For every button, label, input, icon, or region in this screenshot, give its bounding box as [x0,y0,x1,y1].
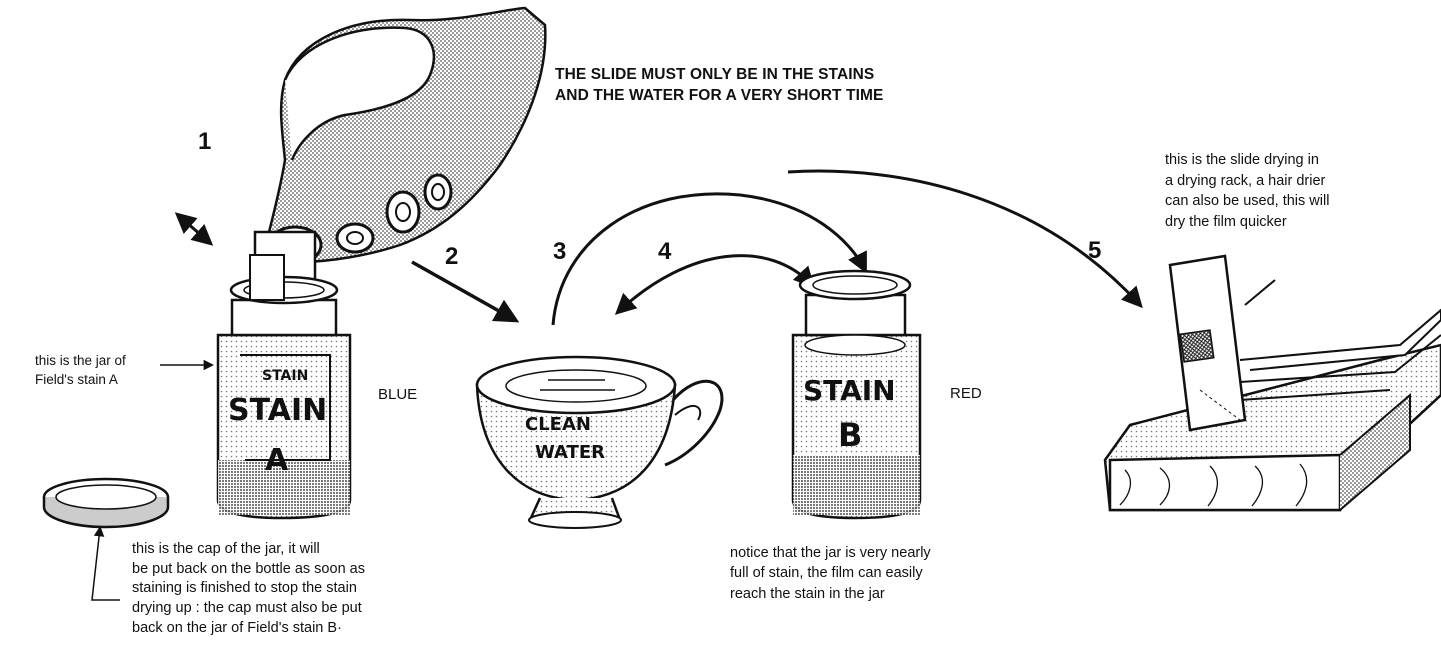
jar-b-note-line-1: notice that the jar is very nearly [730,543,931,563]
cap-note-line-5: back on the jar of Field's stain B· [132,619,365,639]
step-1-number: 1 [198,128,211,156]
arrow-step-2 [412,262,515,320]
jar-b-illustration: STAIN B [793,271,920,518]
jar-a-label-line2: A [265,443,289,478]
jar-b-label-line2: B [838,416,862,454]
jar-b-note: notice that the jar is very nearly full … [730,543,931,604]
arrow-step-4 [618,256,812,312]
warning-heading-line-2: AND THE WATER FOR A VERY SHORT TIME [555,86,883,107]
jar-a-illustration: STAIN STAIN A [218,255,350,518]
drying-rack-illustration [1105,256,1441,510]
cup-label-line1: CLEAN [525,414,591,435]
step-5-number: 5 [1088,237,1101,265]
rack-note-line-1: this is the slide drying in [1165,150,1329,171]
jar-a-callout-text: this is the jar of Field's stain A [35,352,126,389]
cup-illustration: CLEAN WATER [477,357,722,528]
rack-note: this is the slide drying in a drying rac… [1165,150,1329,232]
jar-a-callout-line-1: this is the jar of [35,352,126,371]
dip-motion-arrow [178,215,210,243]
cap-note-line-4: drying up : the cap must also be put [132,599,365,619]
rack-note-line-2: a drying rack, a hair drier [1165,171,1329,192]
jar-b-label-line1: STAIN [803,374,896,407]
step-2-number: 2 [445,243,458,271]
jar-a-color-word: BLUE [378,386,417,403]
jar-a-callout-line-2: Field's stain A [35,371,126,390]
jar-b-note-line-2: full of stain, the film can easily [730,563,931,583]
rack-note-line-4: dry the film quicker [1165,212,1329,233]
cup-label-line2: WATER [535,442,605,463]
warning-heading-line-1: THE SLIDE MUST ONLY BE IN THE STAINS [555,65,883,86]
step-3-number: 3 [553,238,566,266]
jar-a-lid-text: STAIN [262,368,308,384]
cap-note: this is the cap of the jar, it will be p… [132,540,365,639]
cap-callout-pointer [92,528,120,600]
jar-cap-illustration [44,479,168,527]
jar-a-label-line1: STAIN [228,393,327,428]
cap-note-line-2: be put back on the bottle as soon as [132,560,365,580]
warning-heading: THE SLIDE MUST ONLY BE IN THE STAINS AND… [555,65,883,107]
cap-note-line-1: this is the cap of the jar, it will [132,540,365,560]
jar-b-color-word: RED [950,385,982,402]
hand-illustration [267,8,545,263]
cap-note-line-3: staining is finished to stop the stain [132,579,365,599]
jar-b-note-line-3: reach the stain in the jar [730,584,931,604]
step-4-number: 4 [658,238,671,266]
rack-note-line-3: can also be used, this will [1165,191,1329,212]
